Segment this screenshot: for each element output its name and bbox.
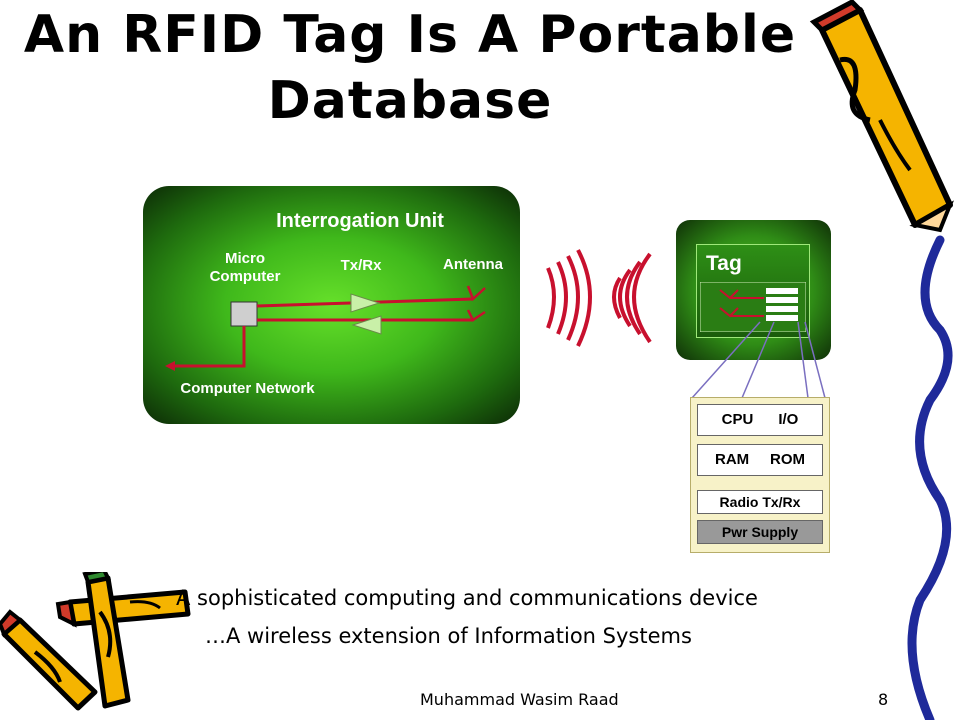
ram-label: RAM xyxy=(714,451,750,468)
footer-author: Muhammad Wasim Raad xyxy=(420,690,619,709)
pwr-supply-label: Pwr Supply xyxy=(697,520,823,544)
rom-label: ROM xyxy=(770,451,805,468)
pencil-bottom-horizontal-icon xyxy=(55,589,191,628)
chip-row-ram-rom: RAM ROM xyxy=(697,444,823,476)
receive-arrow-icon xyxy=(351,315,382,335)
interrogation-unit-title: Interrogation Unit xyxy=(276,210,444,232)
slide-title-line1: An RFID Tag Is A Portable xyxy=(23,5,797,65)
io-label: I/O xyxy=(778,411,799,428)
pencil-bottom-diagonal-icon xyxy=(82,572,131,709)
micro-computer-chip xyxy=(230,301,258,327)
antenna-icon xyxy=(466,285,486,322)
micro-computer-label: Micro Computer xyxy=(209,250,281,285)
radio-waves xyxy=(546,249,652,347)
radio-txrx-label: Radio Tx/Rx xyxy=(697,490,823,514)
chip-architecture: CPU I/O RAM ROM Radio Tx/Rx Pwr Supply xyxy=(690,397,830,553)
transmit-arrow-icon xyxy=(350,293,381,313)
squiggle-line-icon xyxy=(907,235,953,720)
network-arrow-icon xyxy=(165,361,175,371)
page-number: 8 xyxy=(878,690,889,709)
txrx-label: Tx/Rx xyxy=(340,257,382,274)
pencil-clipart-left xyxy=(0,572,191,711)
pencil-top-icon xyxy=(809,0,954,233)
interrogation-unit-wiring xyxy=(165,285,486,371)
slide-title-line2: Database xyxy=(267,71,553,131)
chip-row-cpu-io: CPU I/O xyxy=(697,404,823,436)
antenna-label: Antenna xyxy=(443,256,503,273)
bullet-text-1: A sophisticated computing and communicat… xyxy=(176,586,758,610)
radio-wave-icon xyxy=(546,249,652,347)
bullet-text-2: …A wireless extension of Information Sys… xyxy=(205,624,692,648)
pencil-clipart-right xyxy=(809,0,954,720)
tag-label: Tag xyxy=(706,252,742,275)
chip-connector-lines xyxy=(691,321,826,399)
cpu-label: CPU xyxy=(721,411,754,428)
tag-circuit xyxy=(700,282,806,332)
computer-network-label: Computer Network xyxy=(180,380,315,397)
slide-title: An RFID Tag Is A Portable Database xyxy=(0,2,820,134)
pencil-bottom-red-icon xyxy=(0,609,98,711)
